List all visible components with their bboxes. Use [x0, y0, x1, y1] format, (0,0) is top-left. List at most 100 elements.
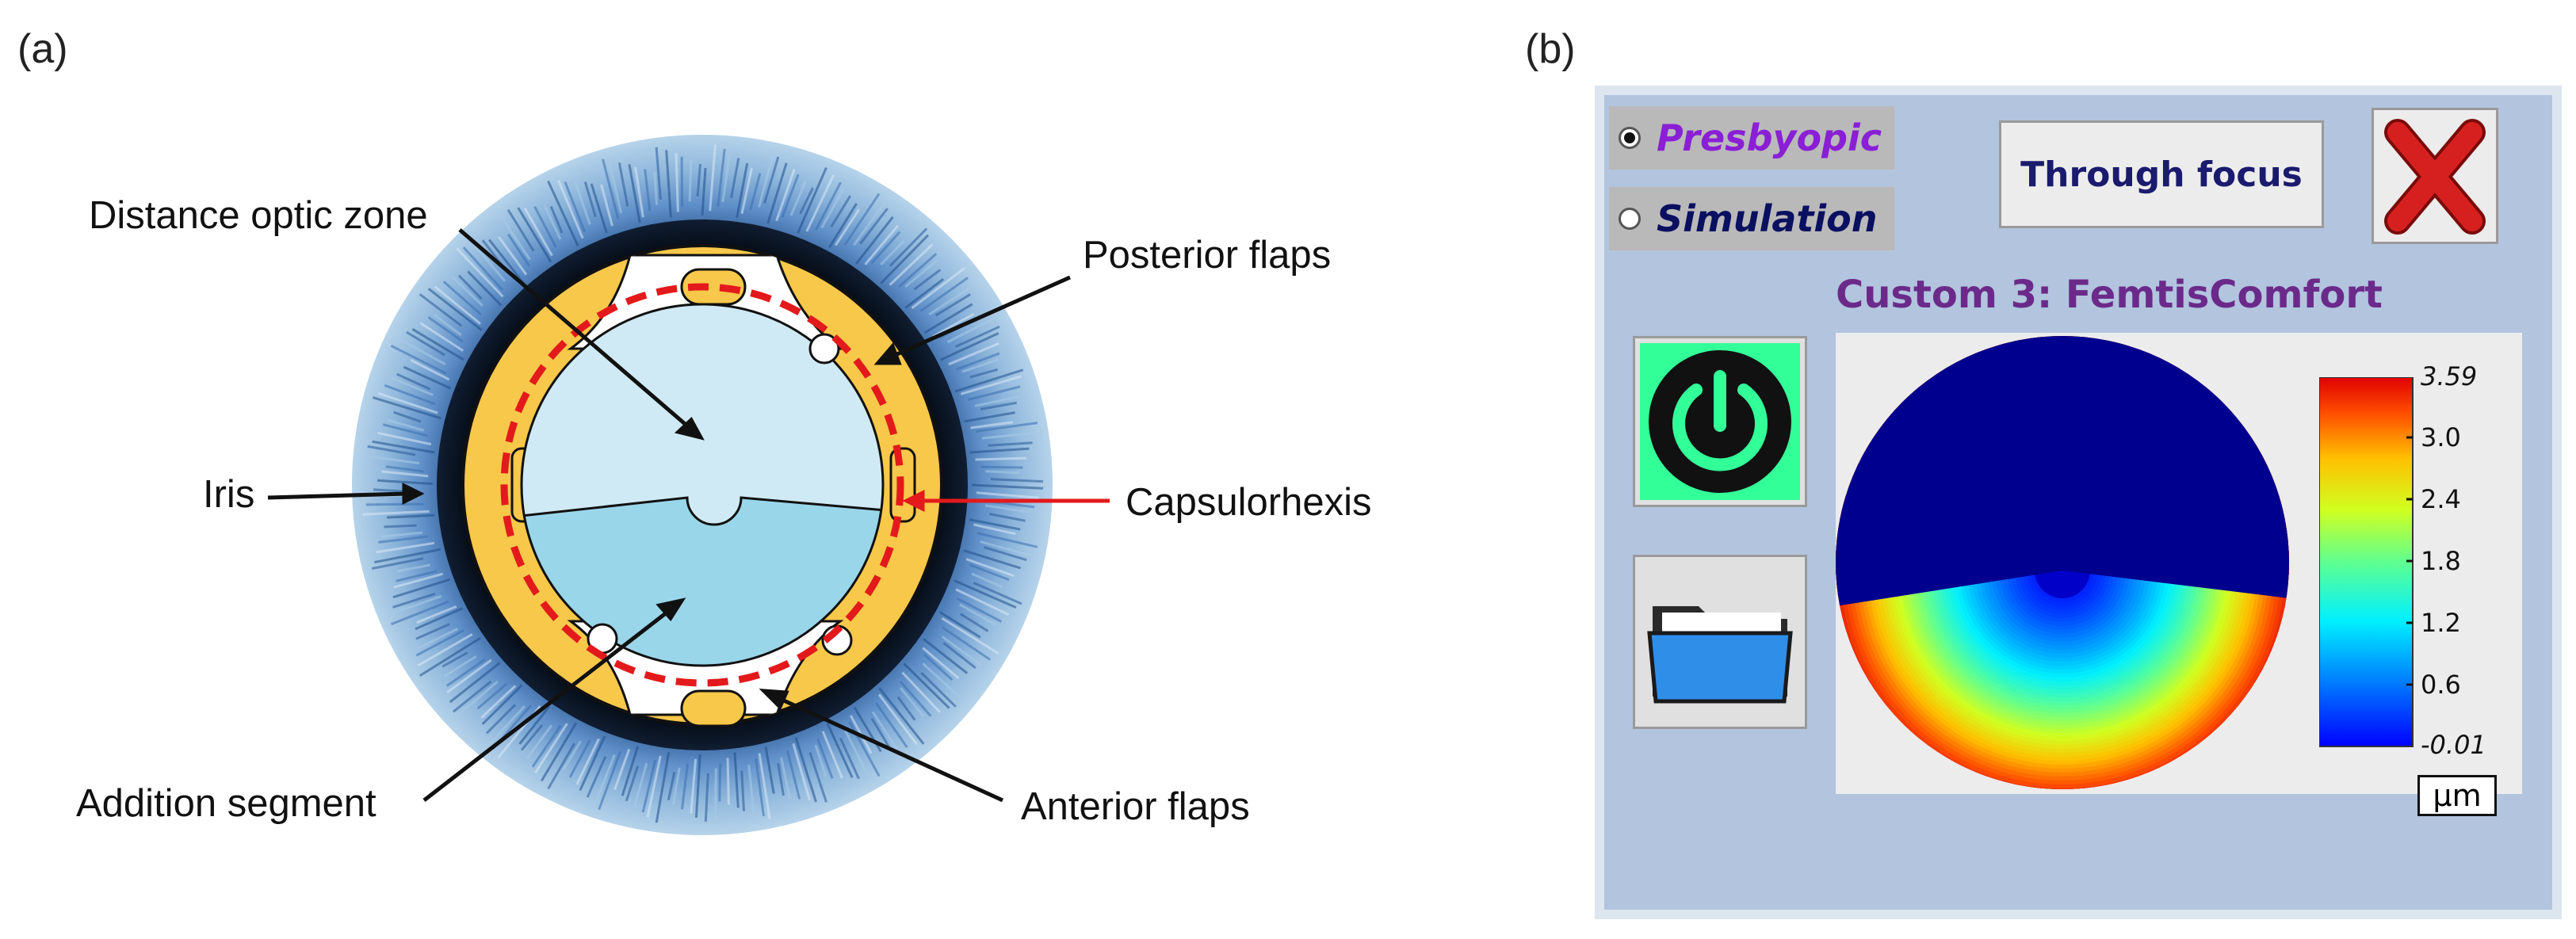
colorbar — [2319, 377, 2414, 747]
colorbar-max-label: 3.59 — [2421, 361, 2478, 391]
iris-fibers — [362, 144, 1044, 826]
iris-fiber — [721, 153, 732, 203]
iris-fiber — [956, 597, 1003, 623]
iris-fiber — [374, 548, 441, 564]
iris-fiber — [877, 693, 918, 746]
iris-fiber — [381, 470, 429, 478]
iris-fiber — [506, 233, 531, 267]
iris-fiber — [963, 549, 1021, 570]
iris-fiber — [385, 465, 424, 473]
unit-label: µm — [2417, 775, 2497, 816]
iris-fiber — [568, 739, 591, 778]
radio-simulation-indicator[interactable] — [1619, 208, 1641, 230]
radio-presbyopic-indicator[interactable] — [1619, 127, 1641, 149]
capsulorhexis-circle — [500, 283, 904, 687]
iris-fiber — [621, 746, 640, 796]
close-button[interactable] — [2372, 108, 2498, 244]
iris-fiber — [814, 181, 842, 231]
iris-fiber — [903, 662, 950, 709]
iris-fiber — [458, 274, 483, 300]
iris-fiber — [913, 269, 942, 291]
iris-fiber — [396, 570, 438, 582]
iris-fiber — [749, 173, 762, 211]
iris-fiber — [690, 758, 698, 814]
iris-fiber — [598, 750, 622, 811]
iris-fiber — [954, 579, 1017, 609]
iris-fiber — [381, 531, 423, 538]
iris-fiber — [794, 737, 817, 803]
iris-fiber — [449, 662, 501, 704]
iris-fiber — [964, 411, 1015, 423]
iris-fiber — [880, 234, 930, 284]
iris-fiber — [896, 696, 916, 721]
iris-fiber — [396, 563, 430, 573]
iris-fiber — [398, 338, 446, 366]
label-addition-segment: Addition segment — [76, 782, 376, 825]
iris-fiber — [955, 588, 1010, 616]
iris-fiber — [667, 771, 676, 801]
iris-fiber — [534, 723, 568, 774]
iris-fiber — [828, 203, 858, 249]
iris-fiber — [371, 557, 424, 570]
iris-fiber — [988, 513, 1026, 522]
iris-fiber — [488, 239, 525, 284]
iris-fiber — [920, 671, 957, 708]
iris-fiber — [958, 603, 996, 626]
iris-fiber — [543, 204, 562, 240]
colorbar-tick-1-8: 1.8 — [2421, 546, 2461, 576]
iris-fiber — [467, 270, 503, 307]
iris-fiber — [434, 314, 462, 337]
iris-fiber — [602, 158, 620, 219]
iris-fiber — [634, 166, 644, 218]
iris-fiber — [923, 653, 954, 681]
iris-fiber — [480, 685, 517, 719]
iris-fiber — [941, 626, 992, 661]
iris-fiber — [531, 724, 562, 768]
iris-fiber — [453, 680, 499, 720]
iris-fiber — [443, 655, 477, 678]
iris-fiber — [971, 572, 1003, 589]
open-folder-button[interactable] — [1633, 555, 1807, 729]
iris-fiber — [396, 372, 431, 391]
iris-fiber — [377, 391, 438, 414]
label-distance-optic-zone: Distance optic zone — [89, 194, 428, 237]
iris-fiber — [376, 431, 432, 446]
iris-fiber — [579, 735, 606, 791]
label-anterior-flaps: Anterior flaps — [1021, 785, 1250, 828]
iris-fiber — [821, 731, 843, 779]
iris-fiber — [608, 161, 623, 214]
through-focus-button[interactable]: Through focus — [1999, 120, 2324, 228]
radio-simulation[interactable]: Simulation — [1609, 187, 1894, 250]
iris-fiber — [780, 757, 791, 799]
iris-fiber — [390, 344, 447, 375]
iris-fiber — [393, 410, 422, 423]
iris-fiber — [889, 243, 934, 286]
iris-fiber — [740, 167, 753, 214]
iris-fiber — [387, 418, 425, 432]
iris-fiber — [969, 563, 1010, 582]
iris-fiber — [472, 242, 506, 282]
power-button[interactable] — [1633, 336, 1807, 507]
iris-fiber — [797, 166, 827, 234]
iris-fiber — [419, 293, 463, 327]
iris-fiber — [586, 756, 607, 798]
radio-presbyopic[interactable]: Presbyopic — [1609, 106, 1894, 170]
iris-fiber — [641, 759, 657, 813]
iris-fiber — [990, 478, 1044, 483]
iris-fiber — [376, 541, 435, 554]
iris-fiber — [954, 368, 1024, 393]
iris-fiber — [665, 150, 672, 218]
iris-fiber — [758, 753, 771, 819]
iris-fiber — [816, 738, 834, 779]
iris-fiber — [520, 723, 544, 751]
iris-fiber — [372, 440, 435, 454]
iris-fiber — [417, 633, 473, 667]
iris-fiber — [446, 658, 492, 694]
iris-fiber — [613, 748, 631, 790]
colorbar-tick-3-0: 3.0 — [2421, 422, 2461, 452]
iris-fiber — [378, 535, 429, 544]
iris-fiber — [789, 181, 807, 216]
iris-fiber — [382, 423, 428, 437]
iris-fiber — [875, 702, 908, 748]
